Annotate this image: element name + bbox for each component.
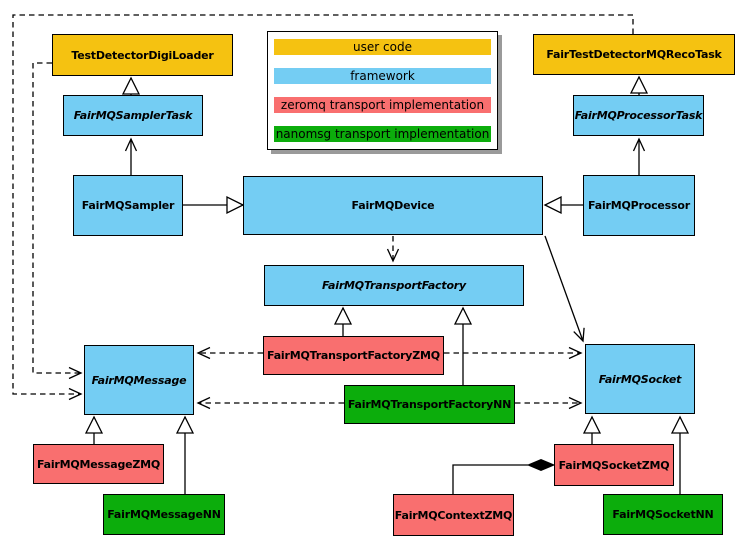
node-fairmq-socket-zmq: FairMQSocketZMQ [554, 444, 674, 486]
node-fairmq-transport-factory: FairMQTransportFactory [264, 265, 524, 306]
node-fairmq-processor: FairMQProcessor [583, 175, 695, 236]
node-fairmq-device: FairMQDevice [243, 176, 543, 235]
legend-item-nanomsg: nanomsg transport implementation [274, 126, 491, 142]
node-fairmq-context-zmq: FairMQContextZMQ [393, 494, 514, 536]
edge-dependency-recotask-to-message [12, 14, 634, 401]
edge-composition-contextzmq-to-socketzmq [452, 464, 528, 494]
node-fair-test-detector-mq-reco-task: FairTestDetectorMQRecoTask [533, 34, 735, 75]
node-fairmq-socket-nn: FairMQSocketNN [603, 494, 723, 535]
node-fairmq-message: FairMQMessage [84, 345, 194, 415]
node-fairmq-processor-task: FairMQProcessorTask [573, 95, 704, 136]
node-fairmq-socket: FairMQSocket [585, 344, 695, 414]
node-fairmq-message-nn: FairMQMessageNN [103, 494, 225, 535]
node-fairmq-sampler-task: FairMQSamplerTask [63, 95, 203, 136]
edge-association-device-to-socket [544, 235, 585, 343]
legend-item-user-code: user code [274, 39, 491, 55]
edge-dependency-digiloader-to-message [32, 62, 83, 380]
legend-item-zeromq: zeromq transport implementation [274, 97, 491, 113]
legend: user code framework zeromq transport imp… [267, 31, 498, 150]
node-fairmq-message-zmq: FairMQMessageZMQ [33, 444, 164, 484]
composition-diamond [526, 458, 556, 472]
node-fairmq-transport-factory-zmq: FairMQTransportFactoryZMQ [263, 336, 444, 375]
node-fairmq-sampler: FairMQSampler [73, 175, 183, 236]
legend-item-framework: framework [274, 68, 491, 84]
node-test-detector-digi-loader: TestDetectorDigiLoader [52, 34, 233, 76]
node-fairmq-transport-factory-nn: FairMQTransportFactoryNN [344, 385, 515, 424]
